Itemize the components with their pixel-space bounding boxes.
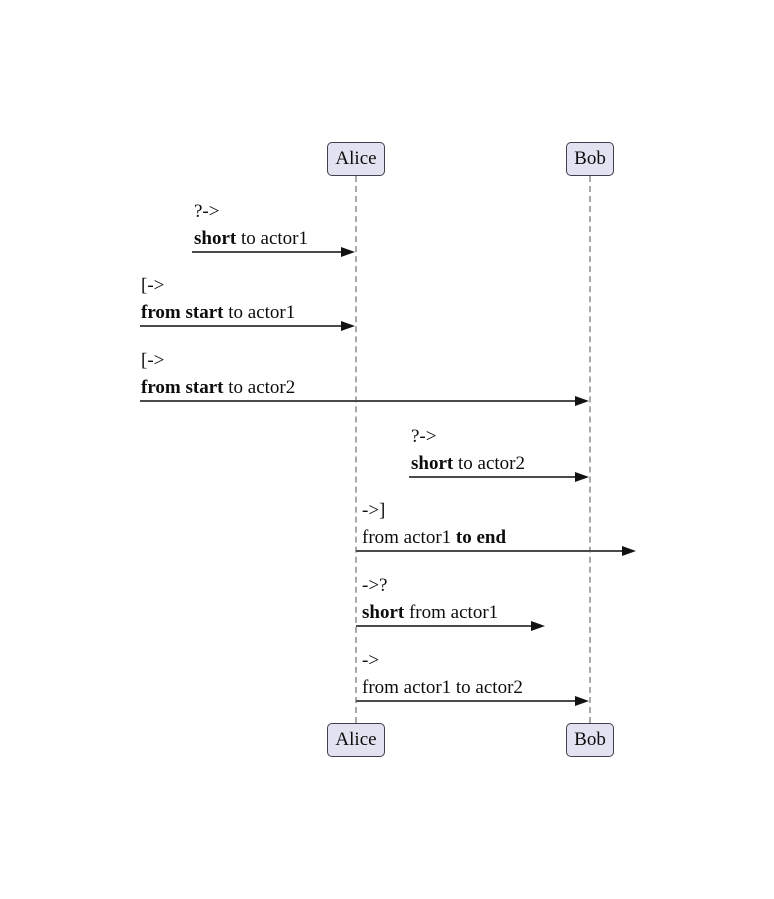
label-segment-bold: from start <box>141 377 224 398</box>
message-2-arrow-line <box>140 325 351 327</box>
message-2-arrowhead-icon <box>341 321 355 331</box>
actor-label: Alice <box>335 148 377 169</box>
message-5-label: from actor1 to end <box>362 527 506 549</box>
label-segment-bold: short <box>194 228 237 249</box>
label-segment-bold: short <box>362 602 405 623</box>
message-7-label: from actor1 to actor2 <box>362 677 523 699</box>
message-1-arrowhead-icon <box>341 247 355 257</box>
message-5-prefix: ->] <box>362 500 386 521</box>
message-2-label: from start to actor1 <box>141 302 295 324</box>
message-4-label: short to actor2 <box>411 453 525 475</box>
lifeline-alice <box>355 176 357 723</box>
label-segment-bold: short <box>411 453 454 474</box>
label-segment: to actor2 <box>223 377 296 398</box>
label-segment: to actor2 <box>453 453 525 474</box>
message-3-arrow-line <box>140 400 585 402</box>
message-5-arrowhead-icon <box>622 546 636 556</box>
message-1-label: short to actor1 <box>194 228 308 250</box>
message-6-prefix: ->? <box>362 575 388 596</box>
label-segment: from actor1 <box>362 527 456 548</box>
message-7-arrow-line <box>356 700 585 702</box>
message-7-arrowhead-icon <box>575 696 589 706</box>
message-6-arrow-line <box>356 625 541 627</box>
message-4-prefix: ?-> <box>411 426 437 447</box>
message-3-arrowhead-icon <box>575 396 589 406</box>
message-2-prefix: [-> <box>141 275 165 296</box>
label-segment-bold: to end <box>455 527 507 548</box>
actor-alice-bottom-box: Alice <box>327 723 385 757</box>
actor-label: Alice <box>335 729 377 750</box>
label-segment: to actor1 <box>223 302 296 323</box>
message-7-prefix: -> <box>362 650 380 671</box>
label-segment: to actor1 <box>236 228 308 249</box>
message-3-label: from start to actor2 <box>141 377 295 399</box>
message-3-prefix: [-> <box>141 350 165 371</box>
lifeline-bob <box>589 176 591 723</box>
actor-label: Bob <box>574 729 606 750</box>
message-4-arrowhead-icon <box>575 472 589 482</box>
message-6-label: short from actor1 <box>362 602 498 624</box>
message-1-prefix: ?-> <box>194 201 220 222</box>
message-4-arrow-line <box>409 476 585 478</box>
actor-alice-top-box: Alice <box>327 142 385 176</box>
message-5-arrow-line <box>356 550 632 552</box>
message-6-arrowhead-icon <box>531 621 545 631</box>
label-segment: from actor1 to actor2 <box>362 677 523 698</box>
actor-bob-bottom-box: Bob <box>566 723 614 757</box>
actor-bob-top-box: Bob <box>566 142 614 176</box>
actor-label: Bob <box>574 148 606 169</box>
label-segment: from actor1 <box>404 602 499 623</box>
message-1-arrow-line <box>192 251 351 253</box>
label-segment-bold: from start <box>141 302 224 323</box>
